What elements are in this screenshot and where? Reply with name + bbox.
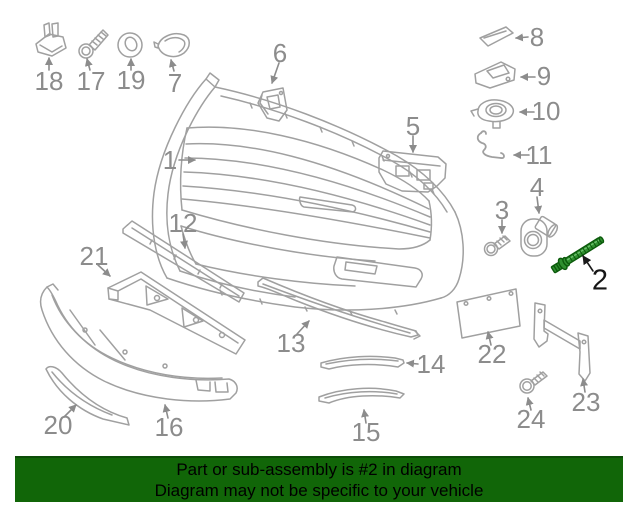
part-15-drawing bbox=[318, 387, 405, 404]
part-23-drawing bbox=[533, 302, 591, 382]
part-21-drawing bbox=[107, 271, 246, 355]
part-4-arrow bbox=[534, 196, 543, 214]
part-15-arrow bbox=[361, 409, 370, 424]
part-6-drawing bbox=[257, 87, 288, 122]
part-13-drawing bbox=[257, 277, 421, 340]
part-label-7: 7 bbox=[167, 68, 183, 98]
part-14-drawing bbox=[320, 355, 405, 370]
part-17-arrow bbox=[84, 58, 93, 71]
part-22-arrow bbox=[485, 331, 494, 346]
part-20-arrow bbox=[63, 404, 77, 418]
part-label-10: 10 bbox=[531, 96, 561, 126]
part-7-drawing bbox=[153, 33, 190, 58]
part-10-drawing bbox=[470, 99, 515, 129]
part-6-arrow bbox=[270, 62, 280, 84]
part-7-arrow bbox=[168, 59, 177, 72]
part-label-15: 15 bbox=[351, 417, 381, 447]
leader-arrows bbox=[45, 33, 594, 424]
part-label-4: 4 bbox=[529, 172, 545, 202]
part-3-drawing bbox=[483, 235, 511, 257]
part-label-5: 5 bbox=[405, 111, 421, 141]
part-label-3: 3 bbox=[494, 195, 510, 225]
part-21-arrow bbox=[97, 264, 111, 277]
part-label-23: 23 bbox=[571, 387, 601, 417]
notice-line-2: Diagram may not be specific to your vehi… bbox=[154, 481, 484, 500]
part-label-17: 17 bbox=[76, 66, 106, 96]
part-1-drawing bbox=[151, 72, 464, 316]
part-8-drawing bbox=[479, 26, 514, 47]
part-14-arrow bbox=[406, 359, 419, 368]
part-5-drawing bbox=[378, 150, 447, 193]
part-4-drawing bbox=[520, 215, 559, 257]
part-label-9: 9 bbox=[536, 61, 552, 91]
part-22-drawing bbox=[456, 288, 521, 339]
part-17-drawing bbox=[78, 29, 109, 59]
part-label-16: 16 bbox=[154, 412, 184, 442]
part-12-drawing bbox=[122, 220, 245, 303]
part-label-13: 13 bbox=[276, 328, 306, 358]
part-23-arrow bbox=[580, 378, 589, 393]
part-20-drawing bbox=[45, 365, 130, 426]
part-24-drawing bbox=[519, 371, 548, 394]
part-11-drawing bbox=[476, 130, 505, 160]
part-label-24: 24 bbox=[516, 404, 546, 434]
part-19-drawing bbox=[117, 32, 143, 58]
part-label-20: 20 bbox=[43, 410, 73, 440]
part-label-6: 6 bbox=[272, 38, 288, 68]
part-18-drawing bbox=[35, 22, 67, 57]
part-label-22: 22 bbox=[477, 339, 507, 369]
part-16-arrow bbox=[162, 404, 171, 419]
part-24-arrow bbox=[525, 397, 534, 411]
notice-banner: Part or sub-assembly is #2 in diagram Di… bbox=[15, 456, 623, 502]
part-label-19: 19 bbox=[116, 65, 146, 95]
part-label-18: 18 bbox=[34, 66, 64, 96]
part-9-drawing bbox=[474, 61, 516, 89]
part-label-11: 11 bbox=[525, 140, 553, 170]
part-2-drawing-highlighted bbox=[550, 236, 605, 274]
part-label-2-highlighted: 2 bbox=[591, 264, 609, 297]
part-label-1: 1 bbox=[162, 145, 178, 175]
part-2-arrow bbox=[582, 255, 594, 272]
part-label-8: 8 bbox=[529, 22, 545, 52]
part-label-14: 14 bbox=[416, 349, 446, 379]
part-label-21: 21 bbox=[79, 241, 109, 271]
part-16-drawing bbox=[39, 283, 238, 402]
part-label-12: 12 bbox=[168, 208, 198, 238]
part-8-arrow bbox=[515, 33, 529, 42]
part-13-arrow bbox=[296, 320, 310, 335]
notice-line-1: Part or sub-assembly is #2 in diagram bbox=[176, 460, 462, 479]
part-12-arrow bbox=[180, 233, 188, 249]
